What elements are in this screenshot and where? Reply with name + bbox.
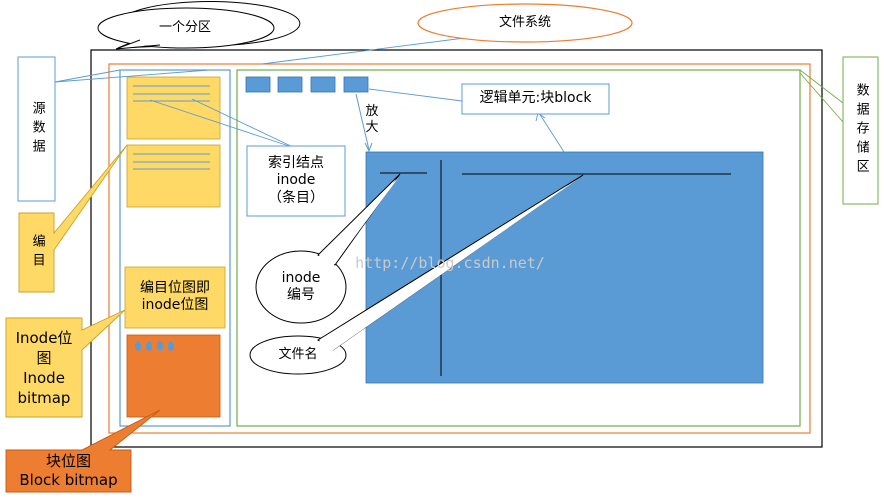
directory-entry-2 (126, 144, 221, 208)
zoom-arrow (355, 93, 373, 153)
inode-bitmap-label: Inode位 图 Inode bitmap (15, 328, 73, 408)
zoom-label: 放大 (365, 103, 379, 135)
inode-bitmap-box (124, 266, 226, 329)
block-bitmap-label: 块位图 Block bitmap (19, 452, 118, 489)
data-storage-label-box (842, 56, 879, 205)
data-storage-region (236, 69, 801, 427)
filename-bubble (249, 335, 347, 375)
inode-bitmap-callout (5, 309, 126, 418)
zoomed-block (365, 151, 764, 384)
filesystem-frame (108, 63, 811, 434)
inode-index-label: 索引结点 inode （条目） (268, 154, 324, 206)
callout-connectors (54, 35, 565, 153)
inode-number-label: inode 编号 (281, 269, 321, 304)
logical-unit-label: 逻辑单元:块block (479, 90, 592, 107)
filename-label: 文件名 (278, 346, 318, 362)
directory-label: 编目 (29, 233, 45, 272)
partition-frame (90, 49, 823, 448)
filesystem-label: 文件系统 (498, 14, 551, 30)
block-4 (343, 76, 369, 93)
inode-number-bubble (255, 250, 347, 324)
filesystem-oval (417, 3, 633, 43)
inode-index-box (246, 145, 346, 217)
metadata-label: 源数据 (29, 100, 45, 158)
directory-lines (133, 85, 210, 170)
metadata-region (119, 69, 231, 427)
watermark: http://blog.csdn.net/ (355, 253, 545, 272)
block-bitmap-callout (5, 409, 161, 493)
data-storage-connector (799, 69, 844, 123)
block-2 (277, 76, 303, 93)
block-3 (310, 76, 336, 93)
directory-callout (18, 144, 128, 293)
partition-label: 一个分区 (158, 19, 211, 35)
block-1 (245, 76, 271, 93)
metadata-label-box (17, 56, 56, 202)
logical-unit-box (461, 83, 610, 115)
data-storage-label: 数据存储区 (853, 83, 869, 178)
bitmap-dots (135, 341, 174, 351)
directory-bitmap-label: 编目位图即 inode位图 (140, 279, 210, 314)
